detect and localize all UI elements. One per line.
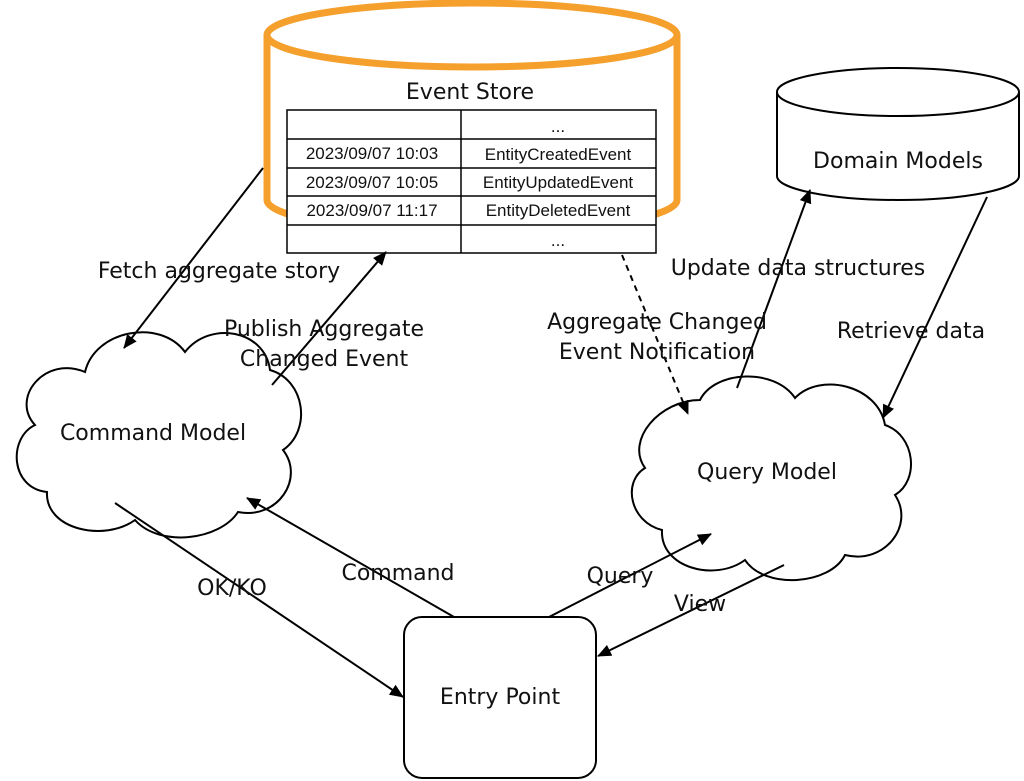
event-name-cell: ... xyxy=(551,117,565,136)
table-row: 2023/09/07 10:03 EntityCreatedEvent xyxy=(306,144,632,164)
view-label: View xyxy=(674,592,726,617)
query-model-label: Query Model xyxy=(697,460,837,485)
notification-label-line2: Event Notification xyxy=(559,340,755,365)
fetch-label: Fetch aggregate story xyxy=(98,259,340,284)
entry-point-label: Entry Point xyxy=(440,685,561,710)
query-arrow xyxy=(548,533,712,618)
event-store-cylinder-top xyxy=(263,0,681,71)
publish-arrow xyxy=(271,251,387,386)
event-name-cell: EntityUpdatedEvent xyxy=(483,173,634,192)
table-row: ... xyxy=(551,231,565,250)
table-row: ... xyxy=(551,117,565,136)
entry-point-box xyxy=(403,616,597,779)
publish-label-line2: Changed Event xyxy=(240,347,409,372)
entry-point: Entry Point xyxy=(403,616,597,779)
notification-arrow xyxy=(621,254,689,415)
domain-models-cylinder-top xyxy=(776,67,1020,117)
publish-label-line1: Publish Aggregate xyxy=(224,317,424,342)
command-label: Command xyxy=(341,561,454,586)
command-model-cloud: Command Model xyxy=(15,331,303,539)
event-name-cell: ... xyxy=(551,231,565,250)
query-label: Query xyxy=(587,564,654,589)
event-table-grid xyxy=(287,110,656,253)
event-name-cell: EntityCreatedEvent xyxy=(485,145,632,164)
domain-models-db: Domain Models xyxy=(776,67,1020,201)
event-store: Event Store ... 2023/09/07 10:03 EntityC… xyxy=(263,0,681,254)
notification-label-line1: Aggregate Changed xyxy=(547,310,767,335)
fetch-arrow xyxy=(123,167,264,349)
update-label: Update data structures xyxy=(671,256,926,281)
retrieve-arrow xyxy=(882,196,988,419)
view-arrow xyxy=(597,564,785,657)
command-model-label: Command Model xyxy=(60,421,246,446)
event-store-title: Event Store xyxy=(406,80,534,105)
ok-ko-label: OK/KO xyxy=(197,576,267,601)
update-arrow xyxy=(736,189,812,389)
ok-ko-arrow xyxy=(114,502,404,698)
domain-models-label: Domain Models xyxy=(813,149,983,174)
event-time-cell: 2023/09/07 10:05 xyxy=(306,173,438,192)
command-arrow xyxy=(246,497,455,618)
event-time-cell: 2023/09/07 10:03 xyxy=(306,144,438,163)
retrieve-label: Retrieve data xyxy=(837,319,985,344)
query-model-cloud: Query Model xyxy=(630,375,912,581)
event-table xyxy=(286,109,657,254)
table-row: 2023/09/07 10:05 EntityUpdatedEvent xyxy=(306,173,634,192)
event-time-cell: 2023/09/07 11:17 xyxy=(306,201,437,220)
command-model-cloud-shape xyxy=(15,331,303,539)
domain-models-cylinder-body xyxy=(776,92,1020,201)
query-model-cloud-shape xyxy=(630,375,912,581)
table-row: 2023/09/07 11:17 EntityDeletedEvent xyxy=(306,201,630,220)
event-name-cell: EntityDeletedEvent xyxy=(486,201,631,220)
